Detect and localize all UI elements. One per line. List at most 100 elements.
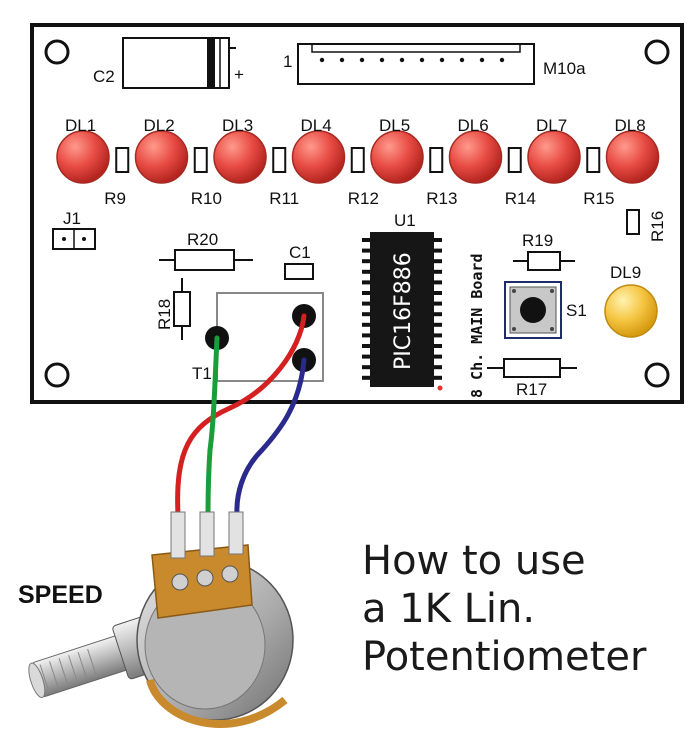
- ic-pin: [433, 365, 442, 370]
- label-c1: C1: [289, 243, 311, 262]
- resistor-r16: [626, 209, 640, 235]
- label-r9: R9: [104, 189, 126, 208]
- ic-pin: [433, 322, 442, 327]
- label-j1: J1: [63, 209, 81, 228]
- ic-pin: [362, 365, 371, 370]
- label-r11: R11: [269, 189, 299, 208]
- jumper-j1: [52, 228, 96, 250]
- led-dl2: [134, 130, 189, 184]
- resistor-r10: [193, 147, 208, 173]
- ic-pin: [433, 269, 442, 274]
- led-dl9: [604, 284, 658, 338]
- label-dl6: DL6: [458, 116, 489, 135]
- ic-pin: [433, 238, 442, 242]
- potentiometer: [28, 511, 294, 728]
- label-m10a: M10a: [543, 59, 586, 78]
- connector-pin: [359, 57, 365, 63]
- pushbutton-s1: [504, 281, 562, 339]
- label-dl7: DL7: [536, 116, 567, 135]
- label-dl8: DL8: [615, 116, 646, 135]
- connector-pin: [499, 57, 505, 63]
- led-dl7: [527, 130, 581, 184]
- label-r16: R16: [648, 211, 667, 242]
- connector-pin: [399, 57, 405, 63]
- connector-pin: [379, 57, 385, 63]
- ic-pin: [433, 291, 442, 295]
- ic-pin: [433, 354, 442, 359]
- mounting-hole-tr: [644, 39, 670, 65]
- label-c2: C2: [93, 67, 115, 86]
- resistor-r20: [159, 249, 253, 271]
- ic-pin: [433, 344, 442, 348]
- label-r12: R12: [348, 189, 379, 208]
- ic-pin: [362, 322, 371, 327]
- resistor-r13: [429, 147, 444, 173]
- wire-blue: [234, 357, 307, 518]
- connector-pin: [419, 57, 425, 63]
- label-board-name: 8 Ch. MAIN Board: [468, 254, 486, 399]
- mounting-hole-br: [644, 362, 670, 388]
- capacitor-c2: [122, 37, 236, 89]
- ic-pin: [362, 354, 371, 359]
- ic-pin: [433, 280, 442, 285]
- label-r13: R13: [426, 189, 457, 208]
- label-speed: SPEED: [18, 581, 103, 609]
- ic-pin: [433, 375, 442, 380]
- caption-line-1: How to use: [362, 538, 586, 584]
- connector-pin: [479, 57, 485, 63]
- ic-pin: [362, 269, 371, 274]
- led-dl4: [291, 130, 346, 184]
- caption-line-3: Potentiometer: [362, 634, 647, 680]
- resistor-r11: [272, 147, 287, 173]
- ic-pin: [362, 259, 371, 264]
- label-u1: U1: [394, 211, 416, 230]
- label-r19: R19: [522, 231, 553, 250]
- label-r20: R20: [187, 230, 218, 249]
- label-dl5: DL5: [379, 116, 410, 135]
- label-r14: R14: [505, 189, 536, 208]
- ic-pin: [362, 248, 371, 253]
- connector-pin: [319, 57, 325, 63]
- label-r18: R18: [155, 299, 174, 330]
- ic-pin: [362, 375, 371, 380]
- connector-pin: [459, 57, 465, 63]
- ic-pin: [433, 248, 442, 253]
- mounting-hole-bl: [44, 362, 70, 388]
- mounting-hole-tl: [44, 39, 70, 65]
- connector-pin: [439, 57, 445, 63]
- capacitor-c1: [284, 263, 314, 280]
- led-dl8: [605, 130, 660, 184]
- ic-pin: [362, 301, 371, 306]
- wire-green: [205, 335, 220, 518]
- label-dl3: DL3: [222, 116, 253, 135]
- ic-pin: [362, 344, 371, 348]
- led-dl1: [56, 130, 110, 184]
- label-dl9: DL9: [610, 263, 641, 282]
- label-r10: R10: [191, 189, 222, 208]
- label-mcu: PIC16F886: [391, 252, 416, 370]
- resistor-r19: [513, 251, 575, 271]
- label-dl1: DL1: [65, 116, 96, 135]
- label-dl4: DL4: [301, 116, 332, 135]
- ic-pin: [433, 301, 442, 306]
- resistor-r17: [487, 358, 577, 378]
- label-dl2: DL2: [144, 116, 175, 135]
- resistor-r14: [507, 147, 522, 173]
- ic-pin: [362, 291, 371, 295]
- wire-red: [175, 313, 307, 518]
- label-s1: S1: [566, 301, 587, 320]
- ic-u1: [362, 232, 443, 391]
- caption-line-2: a 1K Lin.: [362, 586, 535, 632]
- led-dl3: [213, 130, 267, 184]
- ic-pin: [362, 333, 371, 338]
- resistor-r9: [115, 147, 130, 173]
- connector-pin: [339, 57, 345, 63]
- label-r15: R15: [583, 189, 614, 208]
- label-r17: R17: [516, 380, 547, 399]
- connector-pins: [319, 57, 505, 63]
- label-t1: T1: [192, 364, 212, 383]
- ic-pin: [433, 259, 442, 264]
- ic-pin: [433, 312, 442, 317]
